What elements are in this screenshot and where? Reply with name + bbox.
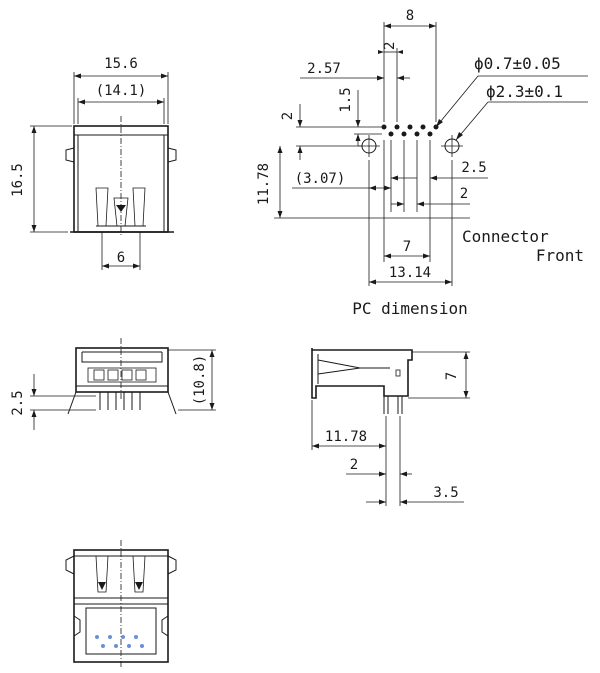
- bottom-pin-dots: [95, 635, 144, 648]
- dim-offset-2-57: 2.57: [307, 61, 341, 77]
- dim-inner-width-14-1: (14.1): [96, 83, 147, 99]
- dim-span-7: 7: [403, 239, 411, 255]
- side-view: 7 11.78 2 3.5: [311, 348, 470, 506]
- label-connector: Connector: [462, 227, 549, 246]
- dim-side-height-7: 7: [444, 372, 460, 380]
- front-view-body: [75, 347, 169, 393]
- label-hole-small: ϕ0.7±0.05: [474, 54, 561, 73]
- pin-hole-row: [381, 124, 439, 137]
- dim-right-2-5: 2.5: [461, 160, 486, 176]
- dim-side-length-11-78: 11.78: [325, 429, 367, 445]
- label-hole-large: ϕ2.3±0.1: [486, 82, 563, 101]
- dim-height-10-8: (10.8): [192, 355, 208, 406]
- bottom-view: [65, 540, 177, 668]
- dim-side-pin-gap-2: 2: [350, 457, 358, 473]
- dim-width-15-6: 15.6: [104, 56, 138, 72]
- dim-height-16-5: 16.5: [10, 163, 26, 197]
- dim-right-2: 2: [460, 186, 468, 202]
- dim-side-pin-spacing-3-5: 3.5: [433, 485, 458, 501]
- label-front: Front: [536, 246, 584, 265]
- dim-span-8: 8: [406, 8, 414, 24]
- dim-pitch-6: 6: [117, 250, 125, 266]
- pc-dimension-view: 8 2 2.57 1.5 2 11.78: [256, 8, 588, 318]
- dim-span-13-14: 13.14: [389, 265, 431, 281]
- dim-pin-offset-2-5: 2.5: [10, 390, 26, 415]
- dim-pin-pitch-2: 2: [382, 42, 398, 50]
- dim-offset-3-07: (3.07): [295, 171, 346, 187]
- dim-height-11-78: 11.78: [256, 163, 272, 205]
- top-view: 15.6 (14.1) 16.5 6: [10, 56, 177, 270]
- dim-offset-1-5: 1.5: [338, 87, 354, 112]
- dim-left-2: 2: [280, 112, 296, 120]
- caption-pc-dimension: PC dimension: [352, 299, 468, 318]
- front-view: 2.5 (10.8): [10, 338, 216, 430]
